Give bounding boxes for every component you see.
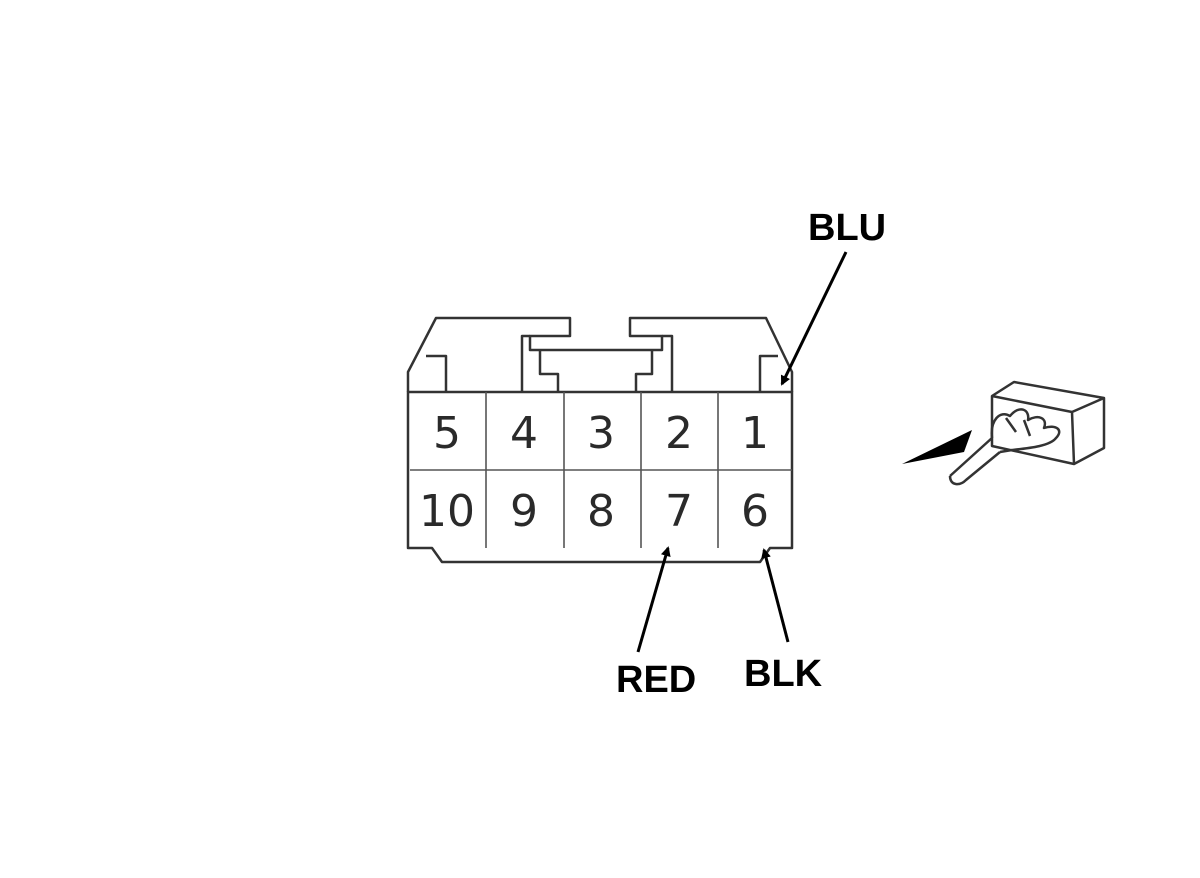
wire-label-blu: BLU [808,207,886,249]
pin-7: 7 [665,486,693,537]
connector-housing [406,316,794,564]
wire-label-blk: BLK [744,653,823,695]
left-tab [426,354,448,392]
right-tab [758,354,778,392]
pin-5: 5 [433,408,461,459]
pin-10: 10 [419,486,475,537]
hand-pointing-at-connector-icon [902,380,1106,486]
pin-8: 8 [587,486,615,537]
leader-red [636,546,671,653]
pin-numbers: 5 4 3 2 1 10 9 8 7 6 [419,408,769,537]
pin-3: 3 [587,408,615,459]
pin-grid [410,392,792,548]
housing-top-outline [406,316,794,392]
pin-6: 6 [741,486,769,537]
wire-labels: BLU RED BLK [616,207,886,701]
leader-blk [761,548,790,643]
pin-1: 1 [741,408,769,459]
latch-inner [520,334,674,392]
wire-label-red: RED [616,659,696,701]
pin-9: 9 [510,486,538,537]
leader-blu [780,251,848,386]
housing-body [406,390,794,564]
pin-2: 2 [665,408,693,459]
pin-4: 4 [510,408,538,459]
